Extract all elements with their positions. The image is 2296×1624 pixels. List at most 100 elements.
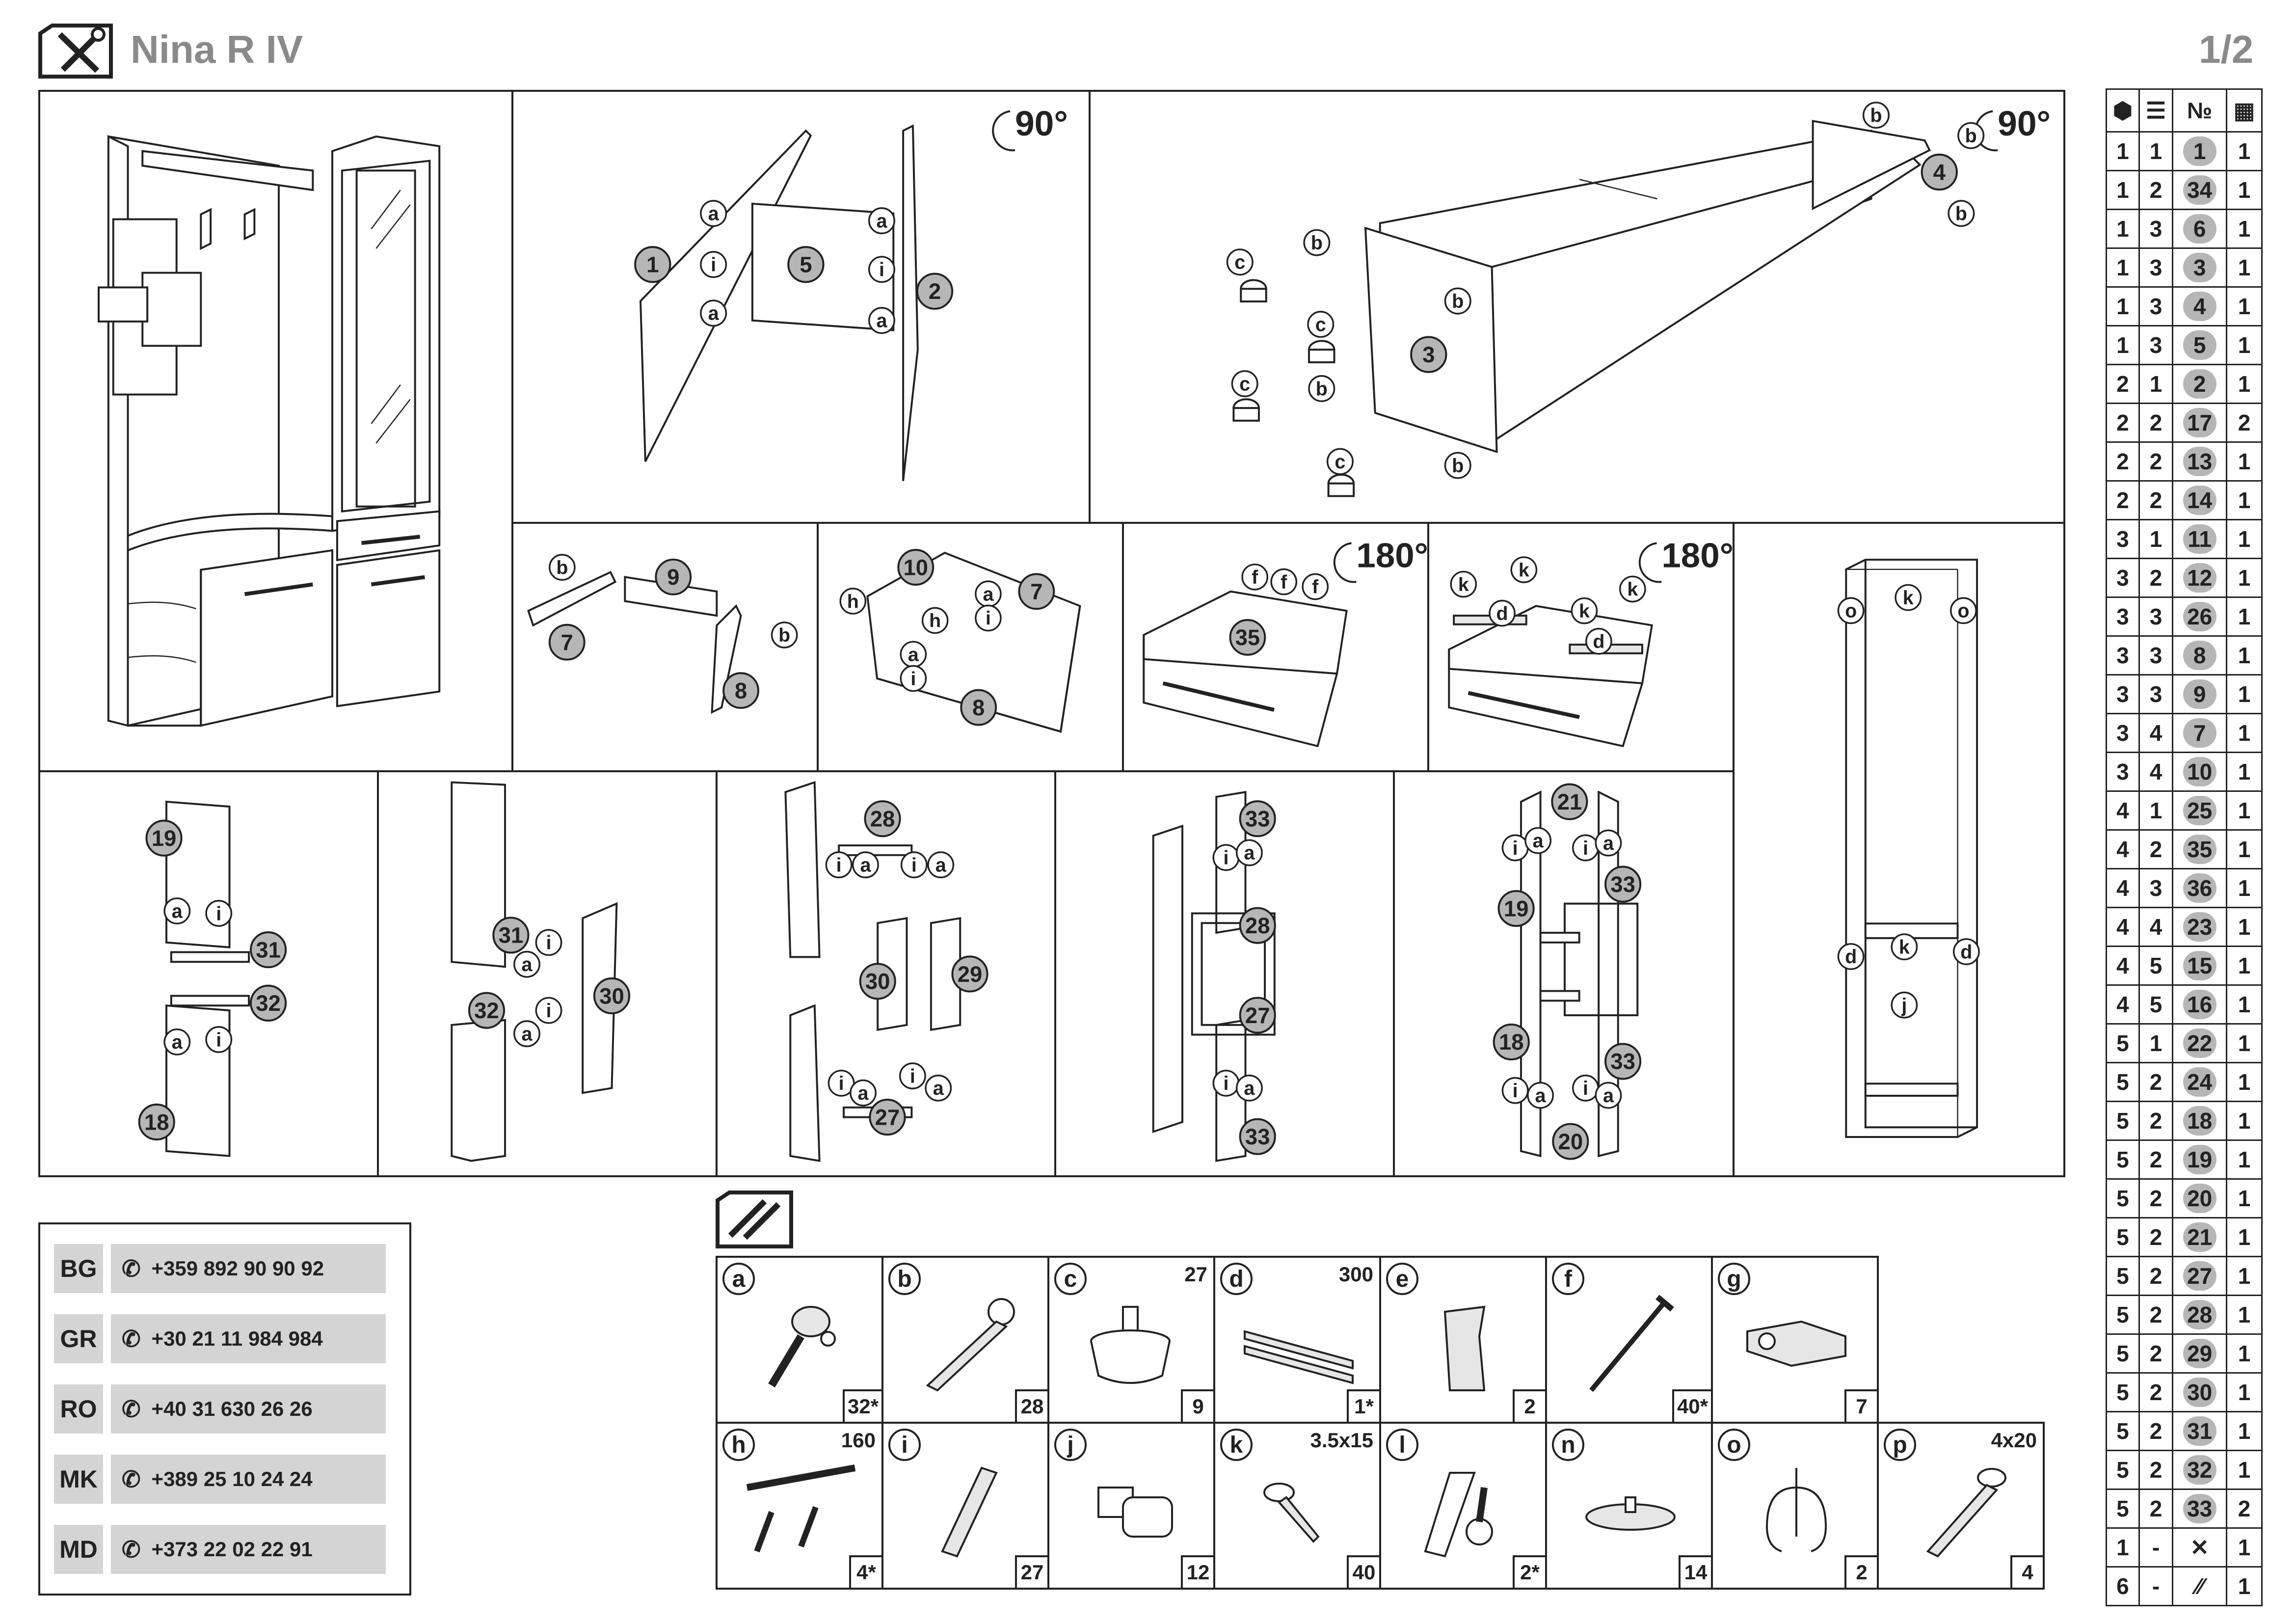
part-number-cell: 28 (2172, 1295, 2228, 1335)
hardware-label: b (1957, 122, 1985, 149)
country-code: MD (54, 1525, 103, 1574)
hardware-label: j (1891, 991, 1918, 1019)
svg-text:33: 33 (1610, 872, 1635, 897)
svg-text:a: a (876, 210, 887, 232)
svg-text:32: 32 (474, 998, 499, 1023)
hardware-label: b (549, 554, 576, 581)
stack-cell: 3 (2138, 868, 2174, 908)
hardware-label: a (163, 897, 191, 924)
step-cell: 90° 1 5 2 a i a a i a (511, 90, 1091, 524)
part-badge: 19 (145, 819, 183, 857)
svg-text:4: 4 (1933, 160, 1946, 185)
step-cell: o k o d k d j (1733, 522, 2065, 1177)
country-code: GR (54, 1314, 103, 1363)
part-badge: 4 (1921, 153, 1958, 191)
package-cell: 4 (2106, 868, 2140, 908)
quantity-cell: 1 (2226, 1139, 2263, 1180)
step-cell: 28 30 29 27 i a i a i a i a (716, 770, 1056, 1177)
part-badge: 10 (897, 549, 934, 586)
svg-text:27: 27 (1245, 1003, 1270, 1028)
quantity-cell: 1 (2226, 1450, 2263, 1490)
part-number-cell: 18 (2172, 1101, 2228, 1141)
quantity-cell: 1 (2226, 1566, 2263, 1606)
svg-text:7: 7 (1030, 579, 1042, 604)
svg-text:b: b (1965, 125, 1977, 147)
step-cell: 9 7 8 b b (511, 522, 819, 772)
stack-cell: 3 (2138, 635, 2174, 676)
hardware-label: a (513, 1020, 540, 1048)
hardware-label: c (1307, 311, 1335, 338)
stack-cell: 4 (2138, 713, 2174, 753)
part-number-cell: 2 (2172, 364, 2228, 404)
svg-text:a: a (1535, 1085, 1547, 1107)
hardware-pencils-icon (716, 1191, 793, 1248)
part-badge: 18 (1493, 1023, 1530, 1060)
stack-cell: 2 (2138, 1372, 2174, 1412)
package-cell: 5 (2106, 1372, 2140, 1412)
part-badge: 33 (1604, 866, 1642, 903)
svg-text:a: a (521, 954, 533, 975)
svg-text:7: 7 (561, 630, 573, 655)
svg-text:o: o (1957, 600, 1969, 622)
part-badge: 31 (250, 931, 287, 969)
svg-text:i: i (546, 1000, 551, 1022)
hardware-label: a (700, 299, 727, 327)
svg-text:33: 33 (1245, 1124, 1270, 1149)
stack-cell: 4 (2138, 752, 2174, 792)
quantity-cell: 1 (2226, 1062, 2263, 1102)
part-badge: 19 (1497, 890, 1535, 927)
part-number-cell: 1 (2172, 131, 2228, 171)
part-badge: 32 (250, 984, 287, 1022)
part-number-cell: 20 (2172, 1178, 2228, 1218)
contact-row: MD ✆+373 22 02 22 91 (54, 1525, 432, 1574)
svg-text:c: c (1335, 451, 1345, 473)
svg-text:b: b (1870, 105, 1882, 126)
svg-text:i: i (1513, 838, 1518, 859)
part-badge: 1 (634, 246, 671, 283)
rotate-180-label: 180° (1661, 537, 1733, 575)
hardware-label: i (1572, 834, 1599, 862)
hardware-label: h (839, 588, 867, 615)
svg-text:33: 33 (1245, 806, 1270, 831)
tools-icon: ✕ (2172, 1527, 2228, 1568)
hardware-label: h (921, 607, 949, 634)
hardware-label: k (1510, 556, 1538, 583)
package-cell: 5 (2106, 1139, 2140, 1180)
quantity-cell: 1 (2226, 790, 2263, 831)
svg-text:a: a (933, 1078, 944, 1099)
coat-hook-icon (1765, 1468, 1827, 1552)
package-icon: ⬢ (2106, 88, 2140, 133)
hardware-label: k (1895, 584, 1922, 611)
hardware-label: o (1837, 597, 1865, 624)
hardware-label: a (925, 1074, 952, 1102)
quantity-cell: 1 (2226, 984, 2263, 1025)
contact-row: GR ✆+30 21 11 984 984 (54, 1314, 432, 1363)
hardware-label: d (1585, 627, 1612, 655)
part-badge: 27 (869, 1099, 906, 1136)
svg-text:a: a (1603, 833, 1614, 854)
hardware-label: k (1891, 933, 1918, 961)
part-number-cell: 14 (2172, 480, 2228, 520)
svg-text:k: k (1903, 587, 1914, 609)
part-number-cell: 12 (2172, 558, 2228, 598)
svg-text:3: 3 (1422, 342, 1435, 367)
part-number-cell: 25 (2172, 790, 2228, 831)
hardware-label: c (1326, 448, 1354, 475)
tools-header-icon (38, 24, 113, 79)
overview-illustration (38, 90, 513, 772)
